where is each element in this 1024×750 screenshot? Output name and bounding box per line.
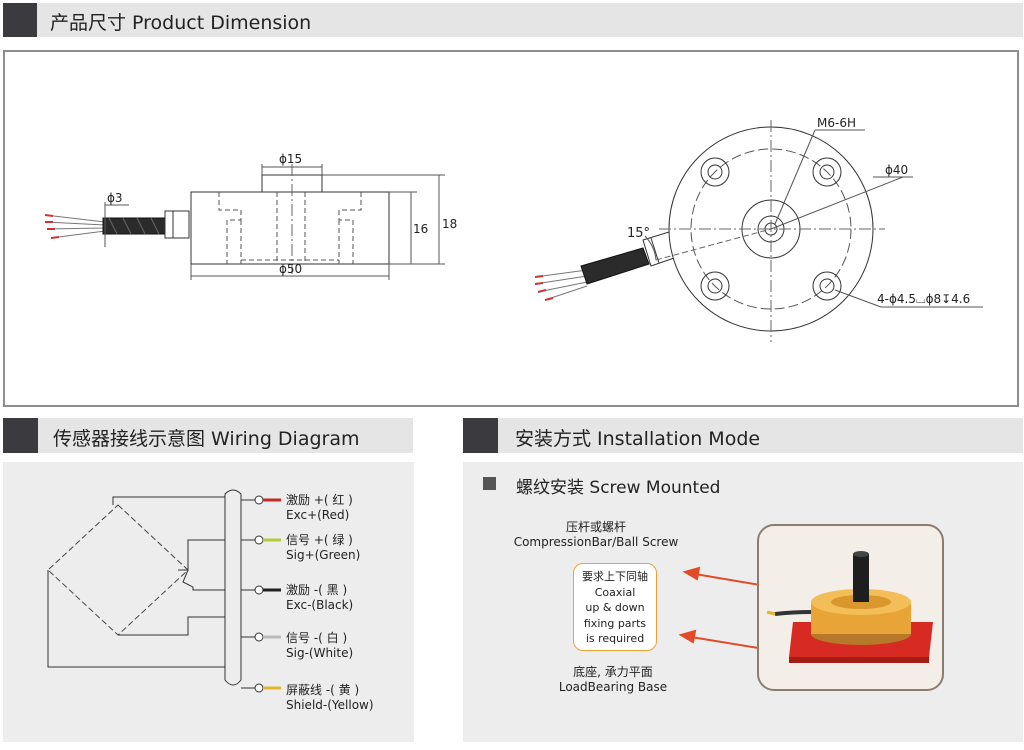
base-label: 底座, 承力平面 LoadBearing Base [558,665,668,694]
section-header-installation: 安装方式 Installation Mode [463,418,1023,453]
dim-body-diameter: ϕ50 [279,262,302,276]
side-view [44,164,445,280]
dim-cable-diameter: ϕ3 [107,191,123,205]
section-marker [3,3,37,37]
section-title-wiring: 传感器接线示意图 Wiring Diagram [53,428,360,450]
section-header-dimension: 产品尺寸 Product Dimension [3,3,1023,37]
section-marker [463,418,498,453]
wire-label-sig-plus: 信号 +( 绿 )Sig+(Green) [286,533,361,562]
installation-panel: 螺纹安装 Screw Mounted 压杆或螺杆 CompressionBar/… [463,462,1023,742]
wiring-schematic [47,489,281,693]
dimension-drawing: ϕ3 ϕ15 ϕ50 16 18 [44,116,983,342]
bullet-square [483,477,496,490]
wire-label-sig-minus: 信号 -( 白 )Sig-(White) [286,631,354,660]
dim-height-16: 16 [413,222,428,236]
wiring-diagram: 激励 +( 红 )Exc+(Red) 信号 +( 绿 )Sig+(Green) … [3,462,414,742]
dim-height-18: 18 [442,217,457,231]
coaxial-requirement-box: 要求上下同轴 Coaxial up & down fixing parts is… [573,563,657,651]
dimension-drawing-frame: ϕ3 ϕ15 ϕ50 16 18 [3,50,1019,407]
installation-illustration [678,524,944,691]
wire-terminals [254,495,281,693]
section-header-wiring: 传感器接线示意图 Wiring Diagram [3,418,413,453]
dim-mounting-holes: 4-ϕ4.5⌴ϕ8↧4.6 [877,292,970,306]
dim-top-diameter: ϕ15 [279,152,302,166]
wire-label-exc-plus: 激励 +( 红 )Exc+(Red) [286,493,353,522]
section-title-dimension: 产品尺寸 Product Dimension [50,12,312,34]
compression-bar-label: 压杆或螺杆 CompressionBar/Ball Screw [513,520,679,549]
dim-thread: M6-6H [817,116,856,130]
dim-pitch-diameter: ϕ40 [885,163,908,177]
installation-subtitle: 螺纹安装 Screw Mounted [516,478,721,498]
section-title-installation: 安装方式 Installation Mode [515,428,761,450]
compression-rod [853,554,869,602]
section-marker [3,418,38,453]
wire-label-exc-minus: 激励 -( 黑 )Exc-(Black) [286,583,354,612]
dim-angle: 15° [627,226,650,241]
top-view [534,120,983,342]
wire-label-shield: 屏蔽线 -( 黄 )Shield-(Yellow) [286,683,374,712]
